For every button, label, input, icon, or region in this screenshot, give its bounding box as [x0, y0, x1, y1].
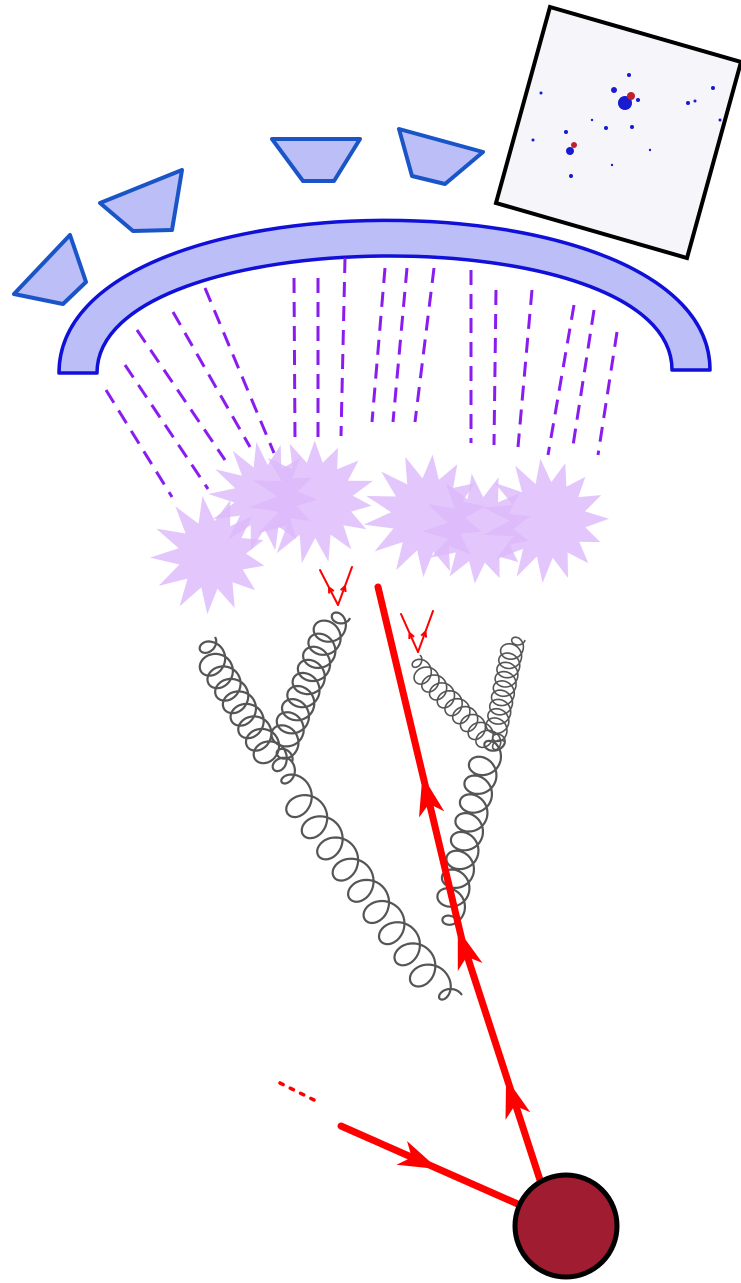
gluon-lines [200, 613, 525, 1000]
inset-hit [591, 119, 593, 121]
photon-ray [393, 268, 407, 422]
detector-segment [14, 235, 86, 304]
inset-hit [564, 130, 568, 134]
inset-hit [694, 100, 697, 103]
photon-ray [294, 278, 295, 440]
photon-ray [598, 332, 617, 455]
inset-hit [711, 86, 715, 90]
photon-ray [341, 258, 345, 436]
gluon [272, 613, 351, 763]
quark-line-continuation [280, 1083, 316, 1101]
photon-ray [372, 268, 385, 422]
photon-ray [494, 290, 496, 445]
detector-segment [399, 129, 483, 184]
gluon [486, 637, 525, 742]
photon-ray [415, 268, 434, 422]
detector-segment [272, 139, 360, 181]
photon-ray [548, 305, 574, 455]
detector-segments [14, 129, 483, 304]
inset-hit [569, 174, 573, 178]
photon-ray [572, 310, 594, 452]
hadron-cluster [250, 441, 373, 564]
photon-ray [518, 290, 532, 447]
gluon [437, 741, 505, 930]
inset-hit [540, 92, 543, 95]
photon-ray [125, 365, 208, 489]
inset-hit [566, 147, 574, 155]
inset-hit [719, 119, 722, 122]
detector-segment [100, 170, 182, 231]
inset-hit [630, 125, 634, 129]
inset-hit [611, 164, 613, 166]
inset-hit [611, 87, 617, 93]
quark-line [378, 587, 540, 1180]
photon-ray [106, 390, 172, 497]
detector-arc [59, 220, 710, 373]
collision-vertex [515, 1175, 617, 1277]
collision-vertex [515, 1175, 617, 1277]
inset-hit [627, 92, 635, 100]
inset-hit [686, 101, 690, 105]
inset-hit [604, 126, 608, 130]
inset-hit [571, 142, 577, 148]
inset-hit [649, 149, 651, 151]
photon-ray [173, 312, 250, 447]
inset-frame [496, 7, 741, 258]
inset-hit [627, 73, 631, 77]
inset-hit [636, 98, 640, 102]
detector-arc [59, 220, 710, 373]
event-display-inset [496, 7, 741, 258]
photon-ray [137, 330, 225, 460]
inset-hit [532, 139, 535, 142]
